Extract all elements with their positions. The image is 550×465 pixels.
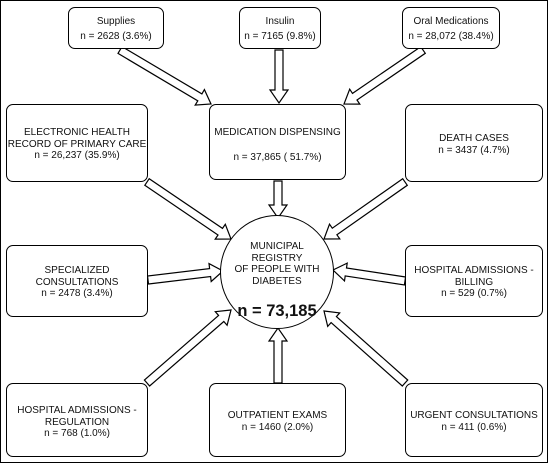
hospital-regulation-value: n = 768 (1.0%)	[44, 428, 110, 439]
oral-medications-box: Oral Medications n = 28,072 (38.4%)	[402, 7, 500, 49]
arrow-regulation-to-registry	[143, 309, 232, 387]
outpatient-exams-label: OUTPATIENT EXAMS	[227, 410, 328, 421]
supplies-box: Supplies n = 2628 (3.6%)	[68, 7, 164, 49]
urgent-consultations-label: URGENT CONSULTATIONS	[410, 410, 538, 421]
arrow-insulin-to-dispensing	[268, 49, 290, 105]
oral-medications-label: Oral Medications	[413, 16, 489, 27]
insulin-label: Insulin	[265, 16, 295, 27]
insulin-value: n = 7165 (9.8%)	[244, 30, 316, 42]
ehr-label-line2: RECORD OF PRIMARY CARE	[7, 138, 147, 150]
insulin-box: Insulin n = 7165 (9.8%)	[239, 7, 321, 49]
medication-dispensing-box: MEDICATION DISPENSING n = 37,865 ( 51.7%…	[209, 104, 346, 180]
outpatient-exams-value: n = 1460 (2.0%)	[241, 421, 314, 433]
registry-title-line2: OF PEOPLE WITH	[234, 264, 320, 275]
ehr-box: ELECTRONIC HEALTH RECORD OF PRIMARY CARE…	[6, 104, 148, 182]
registry-title-line3: DIABETES	[252, 275, 302, 287]
death-cases-label: DEATH CASES	[439, 133, 509, 144]
death-cases-value: n = 3437 (4.7%)	[438, 144, 510, 156]
medication-dispensing-value: n = 37,865 ( 51.7%)	[233, 151, 322, 163]
outpatient-exams-box: OUTPATIENT EXAMS n = 1460 (2.0%)	[209, 383, 346, 457]
arrow-exams-to-registry	[267, 326, 289, 384]
ehr-label-line1: ELECTRONIC HEALTH	[24, 127, 130, 138]
hospital-billing-label-line1: HOSPITAL ADMISSIONS -	[414, 265, 534, 276]
arrow-dispensing-to-registry	[267, 180, 289, 220]
hospital-billing-box: HOSPITAL ADMISSIONS - BILLING n = 529 (0…	[405, 245, 543, 317]
hospital-regulation-label-line1: HOSPITAL ADMISSIONS -	[17, 405, 137, 416]
arrow-supplies-to-dispensing	[117, 45, 212, 106]
arrow-ehr-to-registry	[143, 177, 232, 240]
supplies-label: Supplies	[96, 16, 136, 27]
arrow-death-to-registry	[323, 177, 409, 240]
arrow-billing-to-registry	[331, 262, 407, 286]
supplies-value: n = 2628 (3.6%)	[80, 30, 152, 42]
registry-total: n = 73,185	[237, 302, 317, 320]
urgent-consultations-value: n = 411 (0.6%)	[441, 421, 507, 433]
hospital-regulation-label-line2: REGULATION	[44, 416, 110, 428]
registry-title: MUNICIPAL REGISTRY OF PEOPLE WITH DIABET…	[227, 241, 327, 287]
registry-title-line1: MUNICIPAL REGISTRY	[250, 241, 304, 264]
specialized-consultations-label-line1: SPECIALIZED	[44, 265, 110, 276]
arrow-oral-to-dispensing	[343, 45, 427, 105]
specialized-consultations-label-line2: CONSULTATIONS	[35, 276, 119, 288]
ehr-value: n = 26,237 (35.9%)	[34, 150, 120, 161]
hospital-billing-label-line2: BILLING	[454, 276, 494, 288]
medication-dispensing-label: MEDICATION DISPENSING	[214, 127, 341, 138]
specialized-consultations-value: n = 2478 (3.4%)	[41, 288, 113, 299]
death-cases-box: DEATH CASES n = 3437 (4.7%)	[405, 104, 543, 182]
arrow-specialized-to-registry	[146, 262, 225, 285]
hospital-regulation-box: HOSPITAL ADMISSIONS - REGULATION n = 768…	[6, 383, 148, 457]
specialized-consultations-box: SPECIALIZED CONSULTATIONS n = 2478 (3.4%…	[6, 245, 148, 317]
registry-hub: MUNICIPAL REGISTRY OF PEOPLE WITH DIABET…	[220, 215, 334, 329]
urgent-consultations-box: URGENT CONSULTATIONS n = 411 (0.6%)	[405, 383, 543, 457]
hospital-billing-value: n = 529 (0.7%)	[441, 288, 507, 299]
oral-medications-value: n = 28,072 (38.4%)	[408, 30, 494, 42]
arrow-urgent-to-registry	[323, 310, 409, 387]
